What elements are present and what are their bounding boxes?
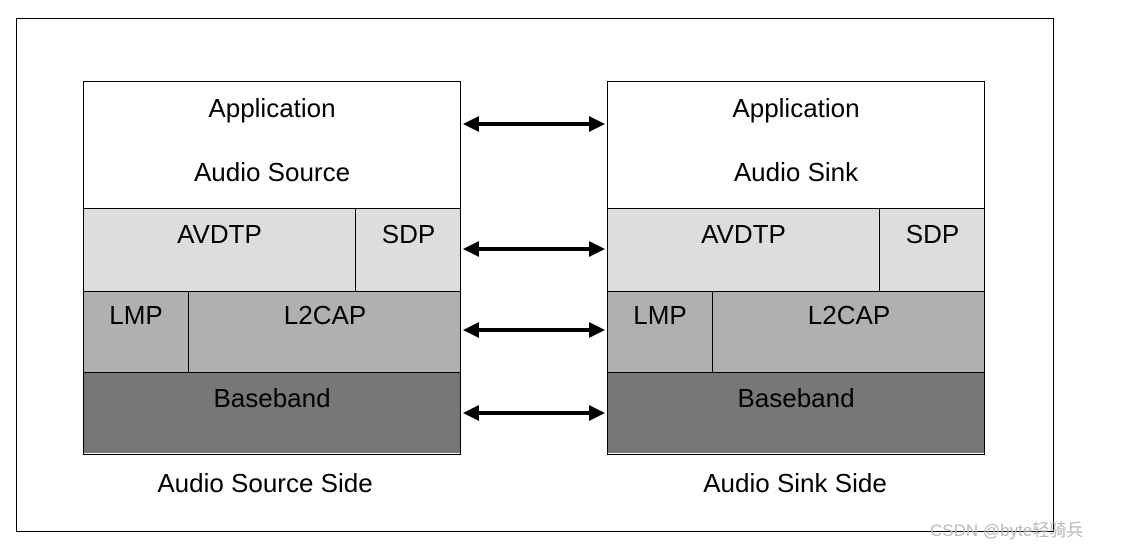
- source-l2cap-label: L2CAP: [283, 300, 367, 330]
- source-protocol-stack: Application Audio Source AVDTP SDP LMP L…: [83, 81, 461, 455]
- source-baseband-label: Baseband: [213, 383, 331, 413]
- application-peer-arrow: [463, 116, 605, 132]
- source-sdp-cell: SDP: [356, 209, 461, 291]
- source-sdp-label: SDP: [381, 219, 436, 249]
- source-side-label: Audio Source Side: [157, 468, 373, 498]
- diagram-frame: [16, 18, 1054, 532]
- sink-lmp-cell: LMP: [608, 292, 713, 372]
- watermark-text: CSDN @byte轻骑兵: [930, 521, 1084, 540]
- sink-baseband-layer: Baseband: [608, 372, 984, 453]
- sink-avdtp-cell: AVDTP: [608, 209, 880, 291]
- source-avdtp-cell: AVDTP: [84, 209, 356, 291]
- sink-lmp-l2cap-layer: LMP L2CAP: [608, 291, 984, 372]
- source-avdtp-label: AVDTP: [177, 219, 262, 249]
- sink-sdp-cell: SDP: [880, 209, 985, 291]
- source-avdtp-sdp-layer: AVDTP SDP: [84, 208, 460, 291]
- source-application-layer: Application Audio Source: [84, 82, 460, 208]
- sink-side-label: Audio Sink Side: [703, 468, 887, 498]
- sink-avdtp-sdp-layer: AVDTP SDP: [608, 208, 984, 291]
- lmp-l2cap-peer-arrow: [463, 322, 605, 338]
- source-lmp-l2cap-layer: LMP L2CAP: [84, 291, 460, 372]
- baseband-peer-arrow: [463, 405, 605, 421]
- sink-role-label: Audio Sink: [733, 157, 859, 187]
- avdtp-sdp-peer-arrow: [463, 241, 605, 257]
- source-lmp-cell: LMP: [84, 292, 189, 372]
- sink-avdtp-label: AVDTP: [701, 219, 786, 249]
- source-l2cap-cell: L2CAP: [189, 292, 461, 372]
- source-baseband-layer: Baseband: [84, 372, 460, 453]
- source-application-label: Application: [208, 93, 336, 123]
- sink-l2cap-cell: L2CAP: [713, 292, 985, 372]
- sink-baseband-label: Baseband: [737, 383, 855, 413]
- sink-l2cap-label: L2CAP: [807, 300, 891, 330]
- sink-lmp-label: LMP: [633, 300, 687, 330]
- sink-protocol-stack: Application Audio Sink AVDTP SDP LMP L2C…: [607, 81, 985, 455]
- source-role-label: Audio Source: [193, 157, 351, 187]
- sink-application-layer: Application Audio Sink: [608, 82, 984, 208]
- sink-sdp-label: SDP: [905, 219, 960, 249]
- sink-application-label: Application: [732, 93, 860, 123]
- source-lmp-label: LMP: [109, 300, 163, 330]
